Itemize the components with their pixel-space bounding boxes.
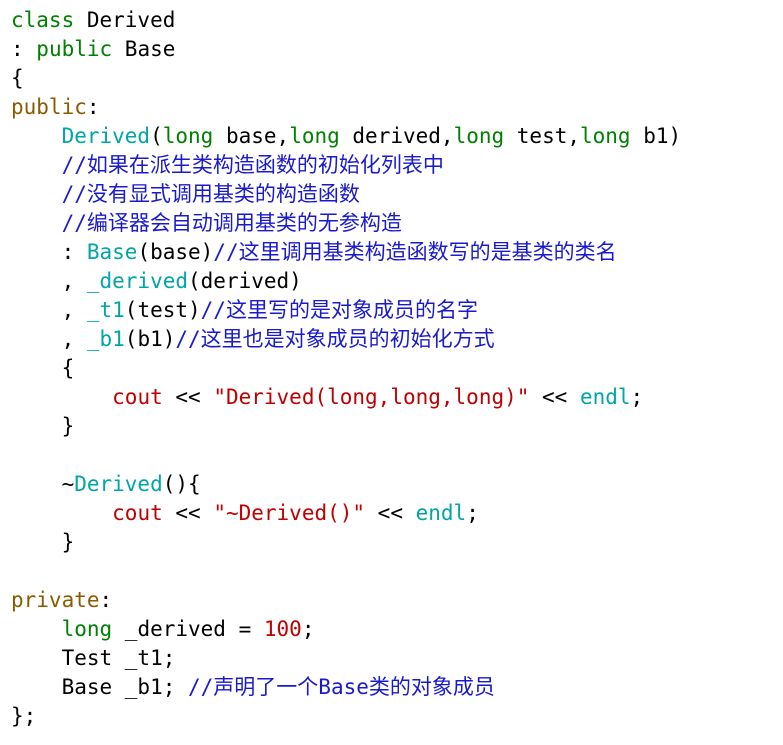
code-line: private: bbox=[11, 586, 783, 615]
code-line: //如果在派生类构造函数的初始化列表中 bbox=[11, 151, 783, 180]
code-token-plain: (derived) bbox=[188, 269, 302, 293]
code-token-plain: (base) bbox=[137, 240, 214, 264]
code-token-plain: b1) bbox=[630, 124, 682, 148]
code-token-plain: << bbox=[365, 501, 416, 525]
code-token-keyword: long bbox=[453, 124, 505, 148]
code-token-keyword: long bbox=[580, 124, 631, 148]
code-token-func: Derived bbox=[74, 472, 163, 496]
code-line: public: bbox=[11, 93, 783, 122]
code-token-plain: { bbox=[11, 356, 75, 380]
code-token-plain: (test) bbox=[124, 298, 201, 322]
code-token-plain bbox=[11, 211, 62, 235]
code-line: } bbox=[11, 412, 783, 441]
code-token-plain: test, bbox=[504, 124, 580, 148]
code-token-plain: ( bbox=[150, 124, 163, 148]
code-token-plain: Base _b1; bbox=[11, 675, 189, 699]
code-token-plain bbox=[11, 501, 112, 525]
code-line: //编译器会自动调用基类的无参构造 bbox=[11, 209, 783, 238]
code-token-comment: //这里调用基类构造函数写的是基类的类名 bbox=[213, 240, 617, 264]
code-token-plain: , bbox=[11, 327, 87, 351]
code-token-comment: //没有显式调用基类的构造函数 bbox=[61, 182, 360, 206]
code-token-plain: Test _t1; bbox=[11, 646, 176, 670]
code-token-plain: : bbox=[86, 95, 100, 119]
code-token-plain bbox=[11, 182, 62, 206]
code-line: : public Base bbox=[11, 35, 783, 64]
code-line: : Base(base)//这里调用基类构造函数写的是基类的类名 bbox=[11, 238, 783, 267]
code-token-comment: //这里也是对象成员的初始化方式 bbox=[175, 327, 495, 351]
code-line: Derived(long base,long derived,long test… bbox=[11, 122, 783, 151]
code-token-endl: endl bbox=[415, 501, 467, 525]
code-token-number: 100 bbox=[263, 617, 302, 641]
code-token-comment: //这里写的是对象成员的名字 bbox=[200, 298, 478, 322]
code-token-comment: //如果在派生类构造函数的初始化列表中 bbox=[61, 153, 444, 177]
code-token-plain: << bbox=[162, 501, 214, 525]
code-token-comment: //编译器会自动调用基类的无参构造 bbox=[61, 211, 402, 235]
code-line: long _derived = 100; bbox=[11, 615, 783, 644]
code-line: Base _b1; //声明了一个Base类的对象成员 bbox=[11, 673, 783, 702]
code-line: , _derived(derived) bbox=[11, 267, 783, 296]
code-line: ~Derived(){ bbox=[11, 470, 783, 499]
code-token-plain: Base bbox=[112, 37, 176, 61]
code-token-keyword: long bbox=[61, 617, 113, 641]
code-line bbox=[11, 557, 783, 586]
code-token-access: public bbox=[11, 95, 87, 119]
code-line: cout << "~Derived()" << endl; bbox=[11, 499, 783, 528]
code-token-plain: << bbox=[529, 385, 580, 409]
code-line: cout << "Derived(long,long,long)" << end… bbox=[11, 383, 783, 412]
code-token-plain: } bbox=[11, 414, 75, 438]
code-line: { bbox=[11, 354, 783, 383]
code-token-plain: : bbox=[11, 37, 37, 61]
code-token-plain: (){ bbox=[162, 472, 201, 496]
code-token-access: private bbox=[11, 588, 100, 612]
code-token-plain bbox=[11, 124, 62, 148]
code-token-keyword: class bbox=[11, 8, 75, 32]
code-line: , _b1(b1)//这里也是对象成员的初始化方式 bbox=[11, 325, 783, 354]
code-token-string: "Derived(long,long,long)" bbox=[213, 385, 530, 409]
code-line: } bbox=[11, 528, 783, 557]
code-token-plain: { bbox=[11, 66, 24, 90]
code-line: Test _t1; bbox=[11, 644, 783, 673]
code-token-func: Base bbox=[86, 240, 138, 264]
code-token-func: _b1 bbox=[86, 327, 125, 351]
code-token-plain: Derived bbox=[74, 8, 176, 32]
code-token-plain: ; bbox=[630, 385, 644, 409]
code-token-plain: derived, bbox=[339, 124, 454, 148]
code-line bbox=[11, 441, 783, 470]
code-token-plain: ~ bbox=[11, 472, 75, 496]
code-token-endl: endl bbox=[579, 385, 631, 409]
code-token-plain: << bbox=[162, 385, 214, 409]
code-token-func: Derived bbox=[61, 124, 151, 148]
code-token-stream: cout bbox=[112, 501, 163, 525]
code-token-plain: ; bbox=[301, 617, 315, 641]
code-token-plain: _derived = bbox=[112, 617, 264, 641]
code-token-plain: , bbox=[11, 269, 87, 293]
code-line: class Derived bbox=[11, 6, 783, 35]
code-token-func: _derived bbox=[86, 269, 189, 293]
code-token-keyword: long bbox=[289, 124, 340, 148]
code-token-comment: //声明了一个Base类的对象成员 bbox=[188, 675, 495, 699]
code-token-plain: (b1) bbox=[124, 327, 176, 351]
code-token-plain: , bbox=[11, 298, 87, 322]
code-token-plain bbox=[11, 385, 112, 409]
code-line: , _t1(test)//这里写的是对象成员的名字 bbox=[11, 296, 783, 325]
code-token-keyword: long bbox=[162, 124, 214, 148]
code-token-keyword: public bbox=[36, 37, 113, 61]
code-token-string: "~Derived()" bbox=[213, 501, 366, 525]
code-line: }; bbox=[11, 702, 783, 731]
code-line: //没有显式调用基类的构造函数 bbox=[11, 180, 783, 209]
code-token-plain: : bbox=[11, 240, 87, 264]
code-token-plain: ; bbox=[466, 501, 479, 525]
code-token-plain bbox=[11, 617, 62, 641]
code-token-func: _t1 bbox=[86, 298, 125, 322]
code-token-plain: } bbox=[11, 530, 75, 554]
code-token-plain: }; bbox=[11, 704, 37, 728]
code-line: { bbox=[11, 64, 783, 93]
code-token-plain: base, bbox=[213, 124, 290, 148]
code-token-plain: : bbox=[99, 588, 113, 612]
code-token-stream: cout bbox=[112, 385, 163, 409]
code-token-plain bbox=[11, 153, 62, 177]
